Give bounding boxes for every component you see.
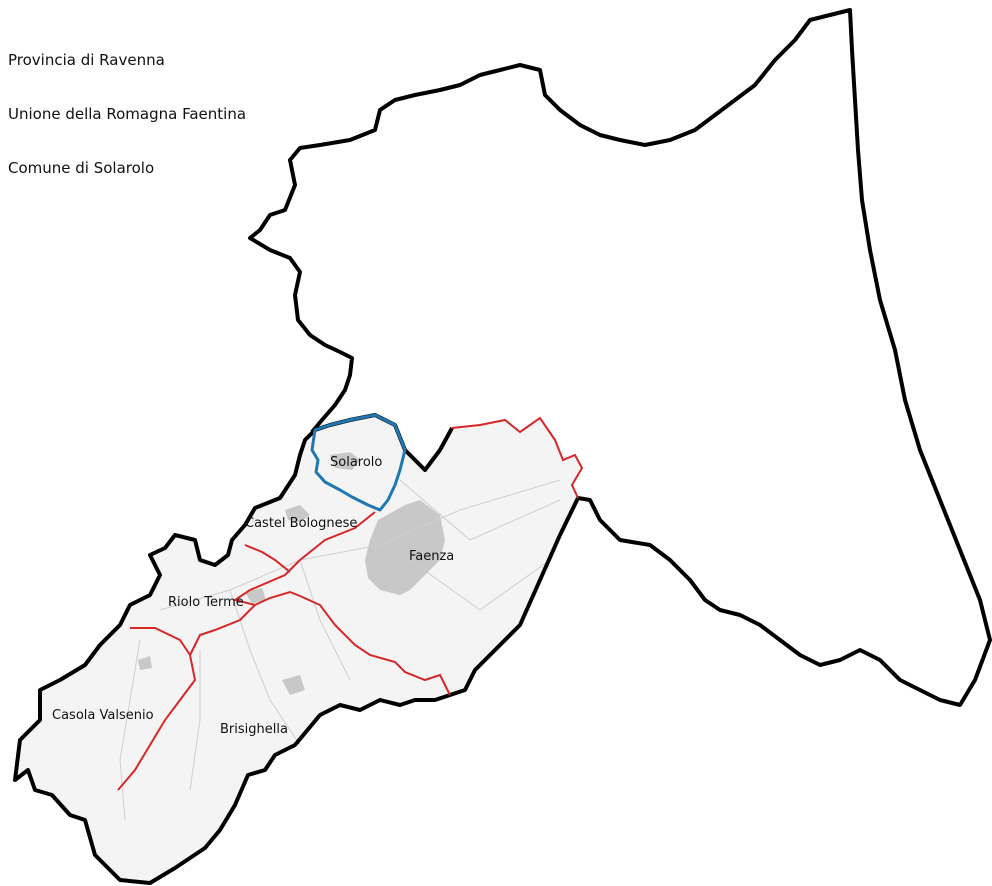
legend-comune: Comune di Solarolo [8, 159, 155, 177]
province-border [13, 8, 992, 885]
brisighella-urban [282, 675, 305, 695]
casola-urban [138, 656, 152, 670]
label-castel-bolognese: Castel Bolognese [245, 516, 357, 531]
union-border-casola [117, 627, 197, 791]
roads [119, 479, 561, 821]
label-casola-valsenio: Casola Valsenio [52, 708, 154, 723]
union-border [451, 416, 584, 499]
solarolo-urban [330, 452, 360, 470]
solarolo-border [310, 413, 407, 512]
label-solarolo: Solarolo [330, 455, 382, 470]
legend: Provincia di Ravenna Unione della Romagn… [8, 50, 246, 212]
legend-province: Provincia di Ravenna [8, 51, 165, 69]
label-faenza: Faenza [409, 549, 454, 564]
union-border-riolo [244, 544, 291, 573]
union-border-internal [232, 511, 451, 696]
riolo-urban [245, 588, 266, 604]
label-riolo-terme: Riolo Terme [168, 595, 244, 610]
label-brisighella: Brisighella [220, 722, 288, 737]
union-border-brisighella [189, 604, 256, 656]
legend-union: Unione della Romagna Faentina [8, 105, 247, 123]
castel-bolognese-urban [285, 505, 310, 522]
